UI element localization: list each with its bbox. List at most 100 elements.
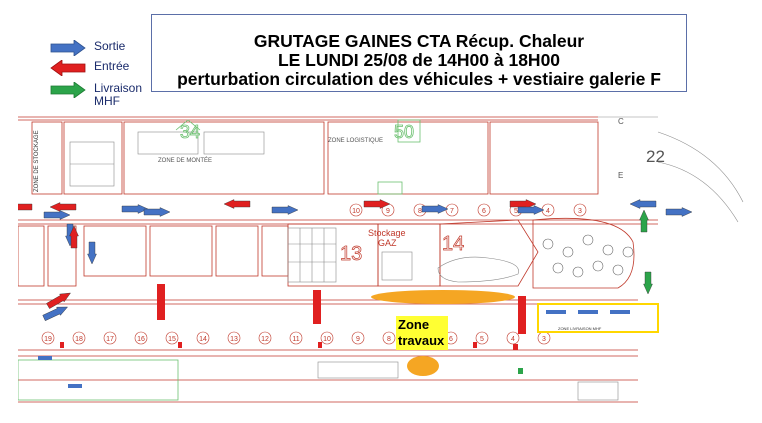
column-markers: 109876543191817161514131211109876543 bbox=[41, 203, 587, 345]
title-line-1: GRUTAGE GAINES CTA Récup. Chaleur bbox=[253, 31, 585, 51]
sortie-arrow bbox=[271, 205, 299, 215]
zone-livraison-cells bbox=[546, 310, 630, 314]
building-13-label: 13 bbox=[340, 243, 362, 265]
sortie-arrow bbox=[517, 205, 545, 215]
column-marker-label: 6 bbox=[449, 336, 453, 343]
legend-item-sortie: Sortie bbox=[50, 40, 125, 58]
column-marker-label: 6 bbox=[482, 208, 486, 215]
column-marker bbox=[382, 331, 396, 345]
road-markers bbox=[38, 342, 523, 388]
column-marker bbox=[134, 331, 148, 345]
entree-arrow bbox=[18, 203, 33, 211]
column-marker-label: 14 bbox=[199, 336, 207, 343]
column-marker-label: 3 bbox=[578, 208, 582, 215]
sortie-arrow bbox=[121, 204, 149, 214]
column-marker bbox=[475, 331, 489, 345]
entree-arrow bbox=[223, 199, 251, 209]
legend-label-entree: Entrée bbox=[94, 59, 130, 73]
building-22-label: 22 bbox=[646, 147, 665, 166]
marker-c-label: C bbox=[618, 117, 624, 126]
column-marker-label: 7 bbox=[450, 208, 454, 215]
zone-logistique-label: ZONE LOGISTIQUE bbox=[328, 138, 383, 144]
livraison-arrow bbox=[639, 209, 649, 233]
building-50-label: 50 bbox=[394, 122, 414, 142]
column-marker bbox=[289, 331, 303, 345]
zone-livraison-box bbox=[537, 303, 659, 333]
legend-item-livraison: Livraison MHF bbox=[50, 82, 154, 108]
column-marker bbox=[103, 331, 117, 345]
title-line-3: perturbation circulation des véhicules +… bbox=[177, 69, 661, 89]
barrier-3 bbox=[518, 296, 526, 334]
entree-arrow bbox=[49, 202, 77, 212]
column-marker-label: 5 bbox=[480, 336, 484, 343]
column-marker-label: 10 bbox=[352, 208, 360, 215]
livraison-arrow bbox=[643, 271, 653, 295]
column-marker-label: 16 bbox=[137, 336, 145, 343]
tree-circles bbox=[542, 234, 634, 278]
building-14-label: 14 bbox=[442, 233, 464, 255]
sortie-arrow bbox=[665, 207, 693, 217]
sortie-arrow bbox=[87, 241, 97, 265]
plan-outline bbox=[18, 116, 658, 403]
column-marker bbox=[165, 331, 179, 345]
column-marker-label: 11 bbox=[292, 336, 299, 343]
entree-arrow bbox=[509, 199, 537, 209]
column-marker bbox=[320, 331, 334, 345]
sortie-arrow bbox=[143, 207, 171, 217]
column-marker-label: 9 bbox=[386, 208, 390, 215]
legend-item-entree: Entrée bbox=[50, 60, 129, 78]
column-marker-label: 8 bbox=[387, 336, 391, 343]
plan-text: 34 50 22 14 13 Stockage GAZ ZONE LIVRAIS… bbox=[34, 117, 665, 331]
column-marker-label: 9 bbox=[356, 336, 360, 343]
column-marker-label: 4 bbox=[546, 208, 550, 215]
blue-arrow-icon bbox=[50, 40, 86, 56]
work-zone-ellipse-lower bbox=[407, 356, 439, 376]
sortie-arrow bbox=[42, 306, 69, 321]
work-zone-ellipse-upper bbox=[371, 290, 515, 304]
column-marker bbox=[72, 331, 86, 345]
work-zone-label-line2: travaux bbox=[398, 333, 445, 348]
traffic-arrows bbox=[18, 199, 693, 321]
sortie-arrow bbox=[421, 204, 449, 214]
stockage-label: Stockage bbox=[368, 228, 406, 238]
column-marker-label: 19 bbox=[44, 336, 52, 343]
plan-details bbox=[69, 116, 744, 401]
column-marker-label: 3 bbox=[542, 336, 546, 343]
work-zone-label: Zone travaux bbox=[396, 316, 448, 350]
column-marker bbox=[196, 331, 210, 345]
entree-arrow bbox=[363, 199, 391, 209]
building-34-label: 34 bbox=[180, 122, 200, 142]
column-marker-label: 8 bbox=[418, 208, 422, 215]
column-marker bbox=[351, 331, 365, 345]
column-marker-label: 12 bbox=[261, 336, 269, 343]
legend: Sortie Entrée Livraison MHF bbox=[50, 40, 160, 110]
column-marker bbox=[573, 203, 587, 217]
barrier-2 bbox=[313, 290, 321, 324]
column-marker bbox=[227, 331, 241, 345]
sortie-arrow bbox=[629, 199, 657, 209]
sortie-arrow bbox=[43, 210, 71, 220]
column-marker-label: 17 bbox=[106, 336, 114, 343]
legend-label-sortie: Sortie bbox=[94, 39, 126, 53]
column-marker-label: 10 bbox=[323, 336, 331, 343]
column-marker bbox=[258, 331, 272, 345]
column-marker bbox=[349, 203, 363, 217]
gaz-label: GAZ bbox=[378, 238, 397, 248]
entree-arrow bbox=[46, 292, 71, 309]
zone-montee-label: ZONE DE MONTÉE bbox=[158, 157, 212, 164]
column-marker bbox=[41, 331, 55, 345]
column-marker-label: 18 bbox=[75, 336, 83, 343]
column-marker-label: 13 bbox=[230, 336, 238, 343]
title-box: GRUTAGE GAINES CTA Récup. Chaleur LE LUN… bbox=[151, 14, 687, 92]
zone-stockage-label: ZONE DE STOCKAGE bbox=[34, 130, 40, 192]
column-marker-label: 4 bbox=[511, 336, 515, 343]
column-marker bbox=[477, 203, 491, 217]
red-arrow-icon bbox=[50, 60, 86, 76]
red-barriers bbox=[157, 284, 526, 334]
zone-livraison-label: ZONE LIVRAISON MHF bbox=[558, 326, 602, 331]
column-marker-label: 15 bbox=[168, 336, 176, 343]
site-plan: 109876543191817161514131211109876543 34 … bbox=[18, 116, 744, 403]
entree-arrow bbox=[69, 225, 79, 249]
title-line-2: LE LUNDI 25/08 de 14H00 à 18H00 bbox=[277, 50, 561, 70]
marker-e-label: E bbox=[618, 171, 623, 180]
